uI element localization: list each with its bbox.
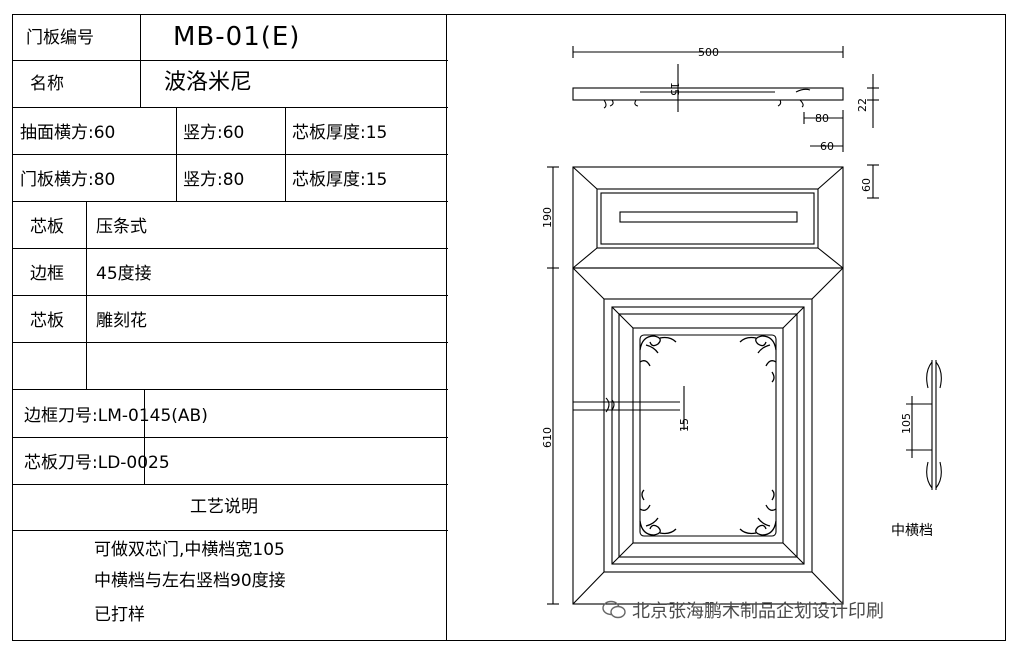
table-rule xyxy=(12,107,448,108)
table-rule xyxy=(446,14,447,641)
process-title: 工艺说明 xyxy=(190,497,258,517)
table-rule xyxy=(140,14,141,107)
table-rule xyxy=(176,107,177,201)
drawer-front xyxy=(572,166,844,269)
table-rule xyxy=(86,201,87,389)
table-rule xyxy=(12,60,448,61)
table-rule xyxy=(12,295,448,296)
dim-mid-15: 15 xyxy=(678,418,691,432)
row3-label: 芯板 xyxy=(30,311,64,331)
dim-610: 610 xyxy=(541,427,554,448)
door-no-value: MB-01(E) xyxy=(173,22,301,52)
dim-22: 22 xyxy=(856,98,869,112)
table-rule xyxy=(12,437,448,438)
watermark: 北京张海鹏木制品企划设计印刷 xyxy=(632,601,884,622)
door-core-thickness: 芯板厚度:15 xyxy=(292,170,388,190)
door-panel xyxy=(572,267,844,605)
table-rule xyxy=(12,248,448,249)
drawer-core-thickness: 芯板厚度:15 xyxy=(292,123,388,143)
dim-core-top: 15 xyxy=(668,82,681,96)
row1-value: 压条式 xyxy=(96,217,147,237)
door-no-label: 门板编号 xyxy=(26,28,94,48)
dim-60b: 60 xyxy=(860,178,873,192)
rail-section xyxy=(906,360,942,490)
table-rule xyxy=(12,154,448,155)
note-line: 中横档与左右竖档90度接 xyxy=(94,571,286,591)
table-rule xyxy=(12,484,448,485)
table-rule xyxy=(285,107,286,201)
core-knife-no: 芯板刀号:LD-0025 xyxy=(24,453,170,473)
frame-knife-no: 边框刀号:LM-0145(AB) xyxy=(24,406,208,426)
row1-label: 芯板 xyxy=(30,217,64,237)
table-rule xyxy=(12,201,448,202)
door-vertical: 竖方:80 xyxy=(183,170,245,190)
top-section-profile xyxy=(572,87,844,109)
drawing-frame xyxy=(12,14,1006,641)
dim-80: 80 xyxy=(815,112,829,125)
note-line: 可做双芯门,中横档宽105 xyxy=(94,540,285,560)
table-rule xyxy=(144,389,145,484)
row3-value: 雕刻花 xyxy=(96,311,147,331)
row2-label: 边框 xyxy=(30,264,64,284)
drawer-horizontal: 抽面横方:60 xyxy=(20,123,116,143)
table-rule xyxy=(12,530,448,531)
dim-width: 500 xyxy=(698,46,719,59)
dim-190: 190 xyxy=(541,207,554,228)
dim-105: 105 xyxy=(900,413,913,434)
table-rule xyxy=(12,389,448,390)
drawer-vertical: 竖方:60 xyxy=(183,123,245,143)
rail-label: 中横档 xyxy=(891,523,933,539)
name-value: 波洛米尼 xyxy=(164,70,253,95)
spec-table: 门板编号 MB-01(E) 名称 波洛米尼 抽面横方:60 竖方:60 芯板厚度… xyxy=(12,14,448,641)
dim-60: 60 xyxy=(820,140,834,153)
name-label: 名称 xyxy=(30,74,64,94)
row2-value: 45度接 xyxy=(96,264,152,284)
note-line: 已打样 xyxy=(94,605,145,625)
carved-ornament xyxy=(639,335,777,536)
wechat-icon xyxy=(602,600,626,619)
door-horizontal: 门板横方:80 xyxy=(20,170,116,190)
table-rule xyxy=(12,342,448,343)
